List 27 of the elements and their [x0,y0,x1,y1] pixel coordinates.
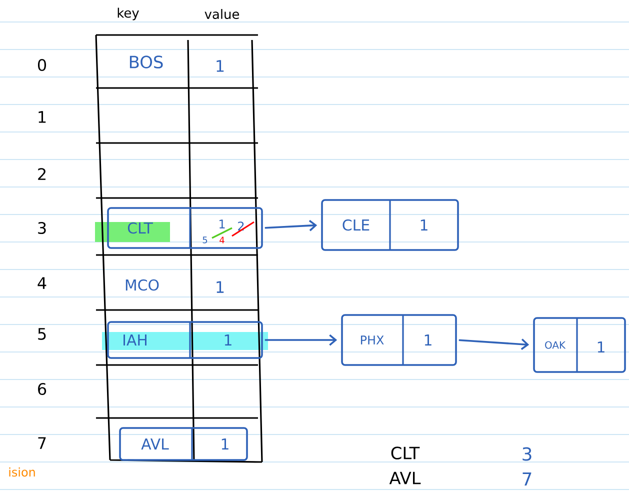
entry-box: AVL 1 [119,427,248,461]
value-text: 1 [216,281,224,293]
row-index: 7 [38,437,46,449]
column-header: value [204,8,240,20]
row-index: 5 [38,328,46,340]
key-text: BOS [130,56,163,68]
entry-box: OAK 1 [533,317,626,373]
key-text: MCO [126,279,159,291]
column-header: key [118,8,139,20]
row-index: 1 [38,111,46,123]
arrow [264,334,338,346]
row-index: 2 [38,168,46,180]
value-text: 3 [522,447,532,461]
row-index: 6 [38,382,46,396]
row-index: 0 [38,58,46,72]
key-text: AVL [389,472,421,484]
arrow [264,220,318,232]
row-index: 3 [38,222,46,234]
row-index: 4 [38,277,46,289]
note-text: ision [9,467,35,477]
value-text: 7 [522,472,532,486]
value-text: 1 [216,60,224,72]
entry-box: PHX 1 [341,314,457,366]
key-text: CLT [391,446,420,460]
arrow [458,338,530,350]
entry-box: CLE 1 [321,199,459,251]
entry-box: IAH 1 [107,321,263,359]
